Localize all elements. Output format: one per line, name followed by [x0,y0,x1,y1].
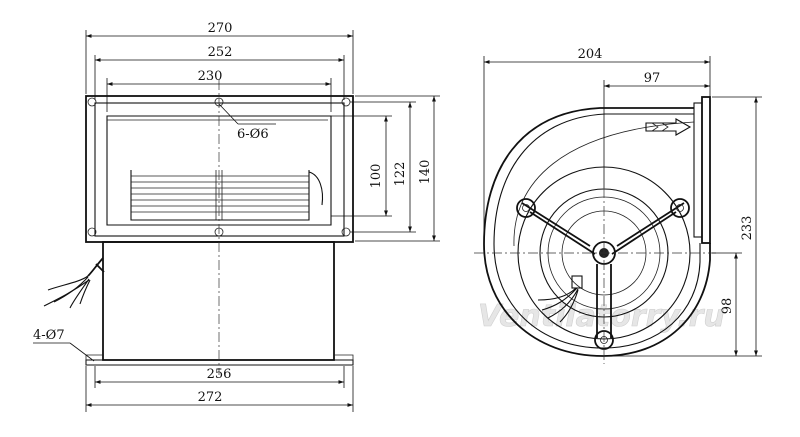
dim-233-label: 233 [740,216,755,241]
front-flange-inner [94,102,345,237]
base-holes-callout: 4-Ø7 [33,328,65,343]
dim-100-label: 100 [369,164,384,189]
dim-270-label: 270 [208,21,233,36]
airflow-arrow [645,118,692,136]
outlet-opening [106,115,332,226]
holes-callout: 6-Ø6 [237,127,269,142]
dim-256-label: 256 [207,367,232,382]
dim-140-label: 140 [418,160,433,185]
front-view: 270 252 230 6-Ø6 100 122 140 256 [33,21,440,412]
dim-204-label: 204 [578,47,603,62]
scroll-housing [483,107,711,357]
dim-122-label: 122 [393,162,408,187]
dim-97-label: 97 [644,71,661,86]
dim-272-label: 272 [198,390,223,405]
side-cable [537,275,583,323]
motor-housing [102,241,335,361]
dim-230-label: 230 [198,69,223,84]
impeller-blades [130,170,324,221]
dim-252-label: 252 [208,45,233,60]
cable-bundle [43,257,105,309]
side-view: 204 97 233 98 [474,47,762,364]
dim-98-label: 98 [720,298,735,315]
side-flange [701,96,711,244]
